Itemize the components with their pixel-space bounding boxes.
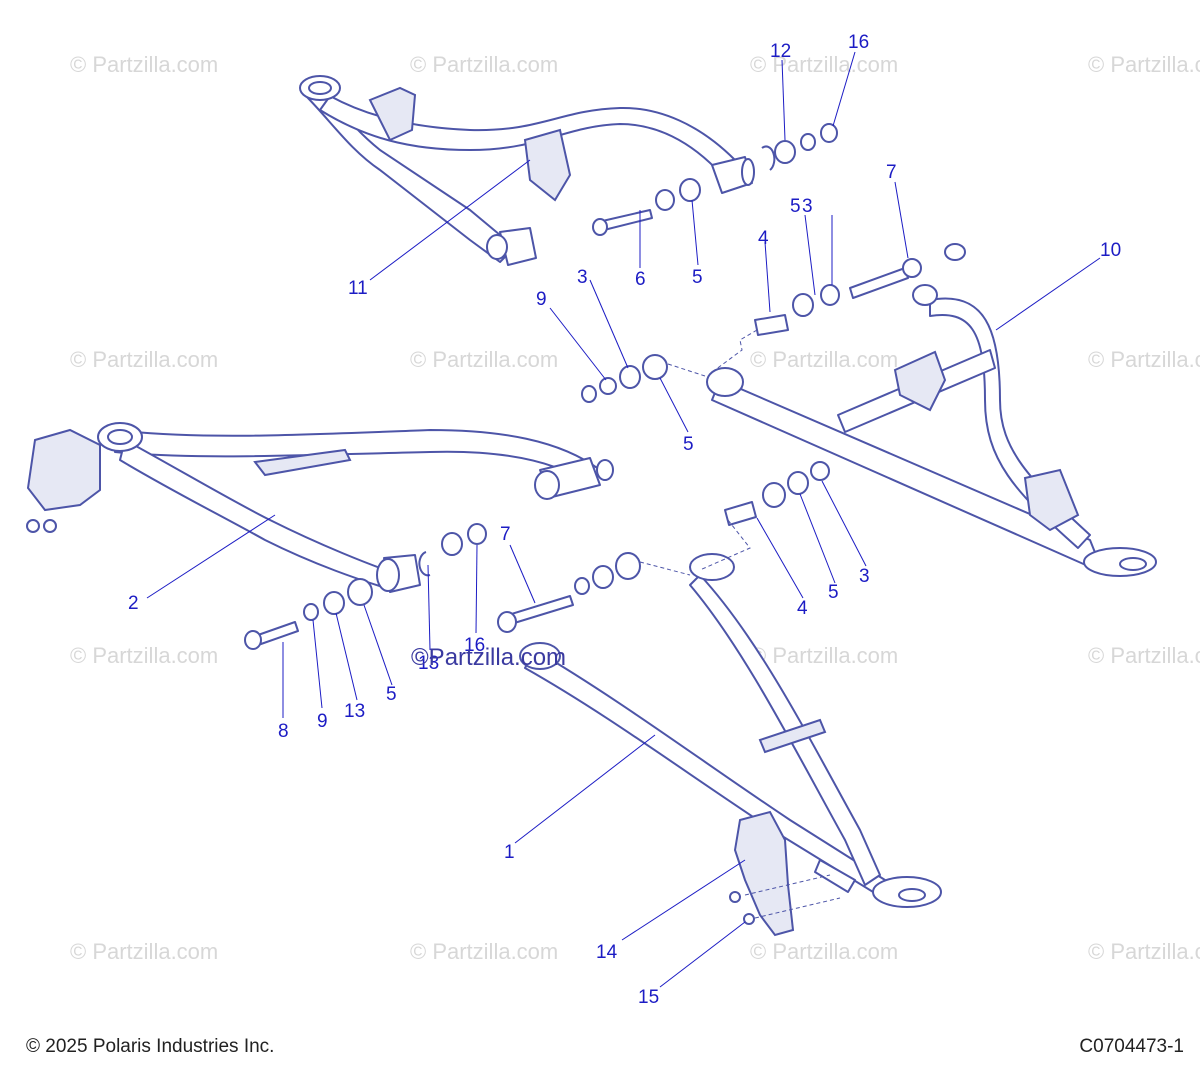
callout-9: 9 (317, 711, 328, 732)
upper-right-hardware (581, 258, 922, 403)
a-arm-upper-left (299, 75, 755, 266)
watermark-grid: © Partzilla.com © Partzilla.com © Partzi… (70, 52, 1200, 964)
callout-7: 7 (500, 524, 511, 545)
callout-4: 4 (758, 228, 769, 249)
watermark: © Partzilla.com (70, 939, 218, 964)
callout-5: 5 (386, 684, 397, 705)
callout-10: 10 (1100, 240, 1121, 261)
callout-6: 6 (635, 269, 646, 290)
lower-hardware (497, 461, 830, 633)
callout-5: 5 (790, 196, 801, 217)
callout-9: 9 (536, 289, 547, 310)
watermark: © Partzilla.com (1088, 643, 1200, 668)
watermark: © Partzilla.com (410, 52, 558, 77)
callout-5: 5 (692, 267, 703, 288)
watermark: © Partzilla.com (410, 939, 558, 964)
callout-1: 1 (504, 842, 515, 863)
watermark: © Partzilla.com (750, 643, 898, 668)
callout-3: 3 (859, 566, 870, 587)
callout-3: 3 (577, 267, 588, 288)
watermark: © Partzilla.com (750, 939, 898, 964)
callout-16: 16 (848, 32, 869, 53)
watermark: © Partzilla.com (1088, 347, 1200, 372)
callout-3: 3 (802, 196, 813, 217)
watermark: © Partzilla.com (1088, 52, 1200, 77)
callout-7: 7 (886, 162, 897, 183)
callout-8: 8 (278, 721, 289, 742)
callout-16: 16 (464, 635, 485, 656)
callout-13: 14 (596, 942, 618, 963)
callout-5: 5 (828, 582, 839, 603)
left-middle-hardware (244, 523, 487, 650)
center-watermark: ©Partzilla.com (411, 644, 566, 671)
shield-plate (729, 810, 841, 937)
upper-hardware-stack (592, 123, 838, 236)
watermark: © Partzilla.com (410, 347, 558, 372)
callout-2: 2 (128, 593, 139, 614)
callout-5: 5 (683, 434, 694, 455)
watermark: © Partzilla.com (70, 643, 218, 668)
watermark: © Partzilla.com (750, 347, 898, 372)
callout-15: 15 (638, 987, 659, 1008)
callout-14: 13 (344, 701, 365, 722)
watermark: © Partzilla.com (1088, 939, 1200, 964)
copyright-notice: © 2025 Polaris Industries Inc. (26, 1036, 275, 1057)
watermark: © Partzilla.com (70, 347, 218, 372)
callout-labels: 12 16 7 5 3 4 10 11 6 5 3 9 5 2 7 16 13 … (128, 32, 1121, 1008)
callout-11: 11 (348, 278, 368, 299)
watermark: © Partzilla.com (750, 52, 898, 77)
a-arm-left-middle (26, 422, 614, 593)
callout-14: 12 (770, 41, 791, 62)
callout-4: 4 (797, 598, 808, 619)
callout-12: 13 (418, 653, 439, 674)
diagram-id: C0704473-1 (1079, 1036, 1184, 1057)
watermark: © Partzilla.com (70, 52, 218, 77)
a-arm-upper-right (706, 243, 1157, 577)
leader-lines (146, 51, 1101, 988)
a-arm-lower (519, 553, 942, 908)
